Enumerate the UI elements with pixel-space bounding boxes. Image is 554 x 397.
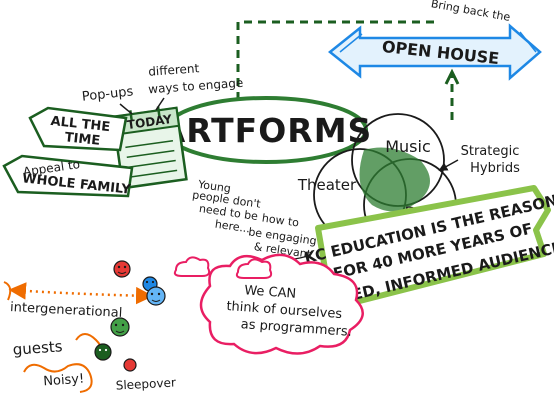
face-icon-red: [113, 260, 131, 278]
all-the-time-line1: ALL THE: [50, 114, 111, 135]
engage-label-line2: ways to engage: [148, 76, 244, 97]
engage-label-line1: different: [148, 61, 200, 79]
left-edge-swirl: [3, 281, 12, 301]
noisy-label: Noisy!: [43, 372, 85, 390]
venn-label-music: Music: [385, 137, 431, 156]
noisy-swirl: [23, 363, 93, 393]
venn-overlap-green: [359, 147, 430, 212]
intergenerational-arrow: [8, 282, 154, 305]
programmers-bubble: [199, 253, 364, 355]
face-icon-green: [110, 317, 130, 337]
connector-bottom-arrow: [444, 68, 460, 85]
face-icon-red-small: [123, 358, 137, 372]
guests-label: guests: [12, 337, 63, 358]
intergenerational-label: intergenerational: [10, 300, 123, 321]
all-the-time-banner: [28, 106, 128, 152]
face-icon-blue-group: [146, 286, 166, 306]
pink-cloud-small-1: [173, 256, 211, 277]
engage-pointer: [155, 97, 165, 111]
strategic-label: Strategic: [461, 144, 520, 159]
young-people-line4: here...: [214, 218, 251, 236]
open-house-note: Bring back the: [430, 0, 512, 24]
whole-family-banner: [2, 154, 134, 198]
pink-cloud-small-2: [235, 258, 273, 279]
programmers-line1: We CAN: [244, 283, 297, 302]
hybrids-label: Hybrids: [470, 161, 520, 176]
venn-label-theater: Theater: [297, 176, 357, 194]
all-the-time-line2: TIME: [64, 130, 101, 149]
popups-pointer: [119, 103, 133, 115]
face-icon-dark-green: [94, 343, 112, 361]
popups-label: Pop-ups: [81, 84, 134, 104]
open-house-arrow: [327, 23, 542, 81]
calendar-label: TODAY: [126, 112, 173, 132]
young-people-line1: Young: [196, 178, 231, 196]
hybrid-pointer-arrow: [438, 159, 459, 171]
engaging-line1: how to: [261, 212, 300, 230]
artforms-title: ARTFORMS: [160, 111, 373, 150]
dashed-connector-top: [236, 20, 438, 100]
sleepover-label: Sleepover: [115, 375, 176, 392]
